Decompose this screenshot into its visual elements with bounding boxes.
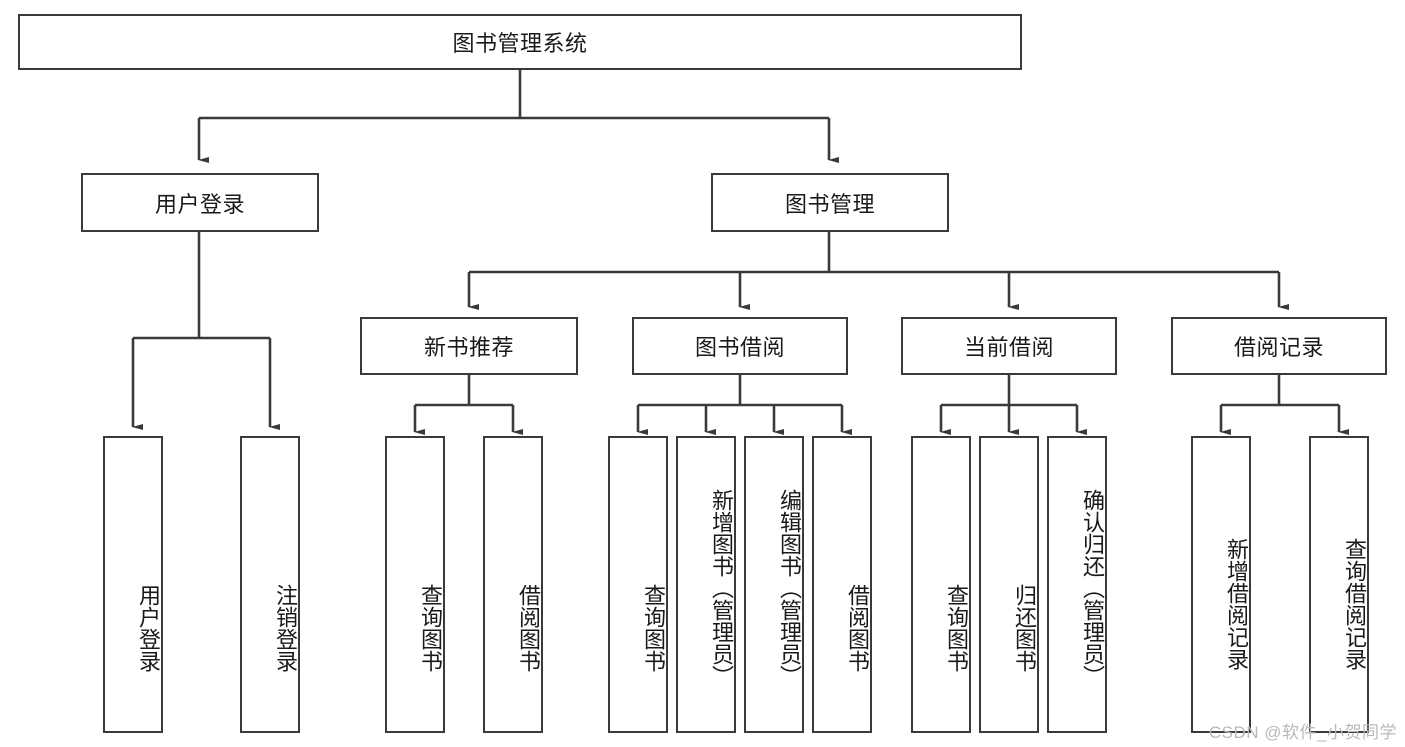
node-leaf-borrow-book-1[interactable]: 借阅图书 xyxy=(483,436,543,733)
node-leaf-confirm-return[interactable]: 确认归还（管理员） xyxy=(1047,436,1107,733)
node-leaf-query-record[interactable]: 查询借阅记录 xyxy=(1309,436,1369,733)
node-leaf-edit-book[interactable]: 编辑图书（管理员） xyxy=(744,436,804,733)
node-leaf-query-book-2[interactable]: 查询图书 xyxy=(608,436,668,733)
node-borrow-record[interactable]: 借阅记录 xyxy=(1171,317,1387,375)
node-root[interactable]: 图书管理系统 xyxy=(18,14,1022,70)
node-leaf-user-login[interactable]: 用户登录 xyxy=(103,436,163,733)
node-leaf-borrow-book-1-label: 借阅图书 xyxy=(516,583,541,672)
node-root-label: 图书管理系统 xyxy=(452,31,588,56)
node-book-borrow[interactable]: 图书借阅 xyxy=(632,317,848,375)
node-book-management-label: 图书管理 xyxy=(784,191,875,217)
node-leaf-logout[interactable]: 注销登录 xyxy=(240,436,300,733)
node-book-borrow-label: 图书借阅 xyxy=(694,335,785,360)
node-leaf-add-book[interactable]: 新增图书（管理员） xyxy=(676,436,736,733)
node-leaf-return-book[interactable]: 归还图书 xyxy=(979,436,1039,733)
node-leaf-user-login-label: 用户登录 xyxy=(136,583,161,672)
node-leaf-return-book-label: 归还图书 xyxy=(1012,583,1037,672)
node-current-borrow-label: 当前借阅 xyxy=(963,335,1054,360)
node-new-book-recommend[interactable]: 新书推荐 xyxy=(360,317,578,375)
node-leaf-query-record-label: 查询借阅记录 xyxy=(1342,537,1367,670)
node-leaf-add-record-label: 新增借阅记录 xyxy=(1224,537,1249,670)
node-book-management[interactable]: 图书管理 xyxy=(711,173,949,232)
node-leaf-edit-book-label: 编辑图书（管理员） xyxy=(777,488,802,687)
node-leaf-query-book-3-label: 查询图书 xyxy=(944,583,969,672)
node-leaf-add-book-label: 新增图书（管理员） xyxy=(709,488,734,687)
node-borrow-record-label: 借阅记录 xyxy=(1233,335,1324,360)
watermark-text: CSDN @软件_小贺同学 xyxy=(1208,723,1397,742)
node-user-login-label: 用户登录 xyxy=(154,191,245,217)
node-current-borrow[interactable]: 当前借阅 xyxy=(901,317,1117,375)
node-leaf-borrow-book-2[interactable]: 借阅图书 xyxy=(812,436,872,733)
node-user-login[interactable]: 用户登录 xyxy=(81,173,319,232)
node-leaf-borrow-book-2-label: 借阅图书 xyxy=(845,583,870,672)
node-leaf-add-record[interactable]: 新增借阅记录 xyxy=(1191,436,1251,733)
node-leaf-query-book-3[interactable]: 查询图书 xyxy=(911,436,971,733)
node-leaf-query-book-2-label: 查询图书 xyxy=(641,583,666,672)
node-leaf-query-book-1-label: 查询图书 xyxy=(418,583,443,672)
node-leaf-query-book-1[interactable]: 查询图书 xyxy=(385,436,445,733)
node-leaf-confirm-return-label: 确认归还（管理员） xyxy=(1080,488,1105,687)
node-leaf-logout-label: 注销登录 xyxy=(273,583,298,672)
node-new-book-recommend-label: 新书推荐 xyxy=(423,335,514,360)
